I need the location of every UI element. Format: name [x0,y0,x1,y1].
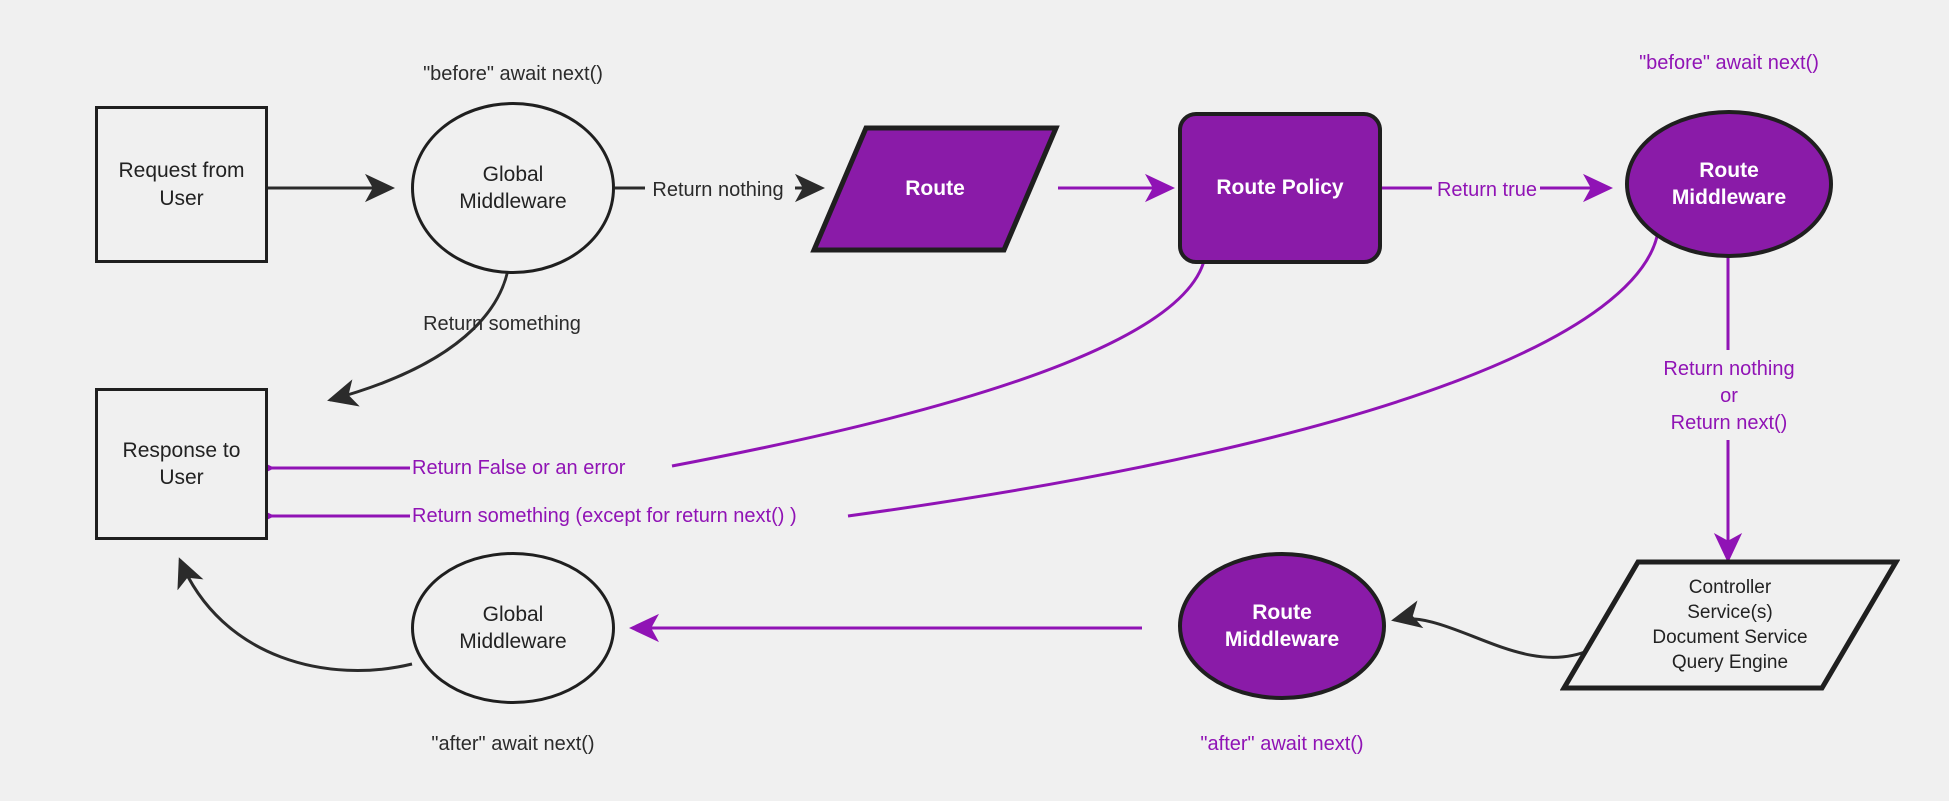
node-response-to-user[interactable]: Response to User [95,388,268,540]
edge-label-return-false-or-error: Return False or an error [412,457,626,479]
node-controller-stack-label: Controller Service(s) Document Service Q… [1652,576,1808,674]
node-global-middleware-bottom-label: Global Middleware [459,602,567,653]
node-route-middleware-bottom-label: Route Middleware [1224,600,1340,651]
annotation-before-await-next-route: "before" await next() [1639,52,1819,74]
node-request-from-user-label: Request from User [118,159,245,210]
node-global-middleware-top-label: Global Middleware [459,162,567,213]
edge-controller-to-route-middleware-bottom [1391,600,1591,659]
route-parallelogram-shape [810,125,1060,253]
edge-policy-return-false-curve [671,249,1208,468]
annotation-after-await-next-route: "after" await next() [1200,733,1364,755]
edge-label-return-true: Return true [1436,179,1538,201]
annotation-before-await-next-global: "before" await next() [423,63,603,85]
edge-label-return-nothing-or-next: Return nothing or Return next() [1663,358,1795,434]
node-global-middleware-top[interactable]: Global Middleware [411,102,615,274]
node-global-middleware-bottom[interactable]: Global Middleware [411,552,615,704]
edge-global-bottom-to-response [177,557,413,672]
edge-label-return-something-top: Return something [423,313,581,335]
node-route-middleware-bottom[interactable]: Route Middleware [1178,552,1386,700]
node-route-middleware-top-label: Route Middleware [1671,158,1787,209]
node-route-label: Route [905,177,965,201]
edge-label-return-nothing: Return nothing [652,179,784,201]
node-controller-stack[interactable]: Controller Service(s) Document Service Q… [1560,558,1900,692]
node-route-policy[interactable]: Route Policy [1178,112,1382,264]
edge-routemw-return-something-curve [847,231,1660,518]
annotation-after-await-next-global: "after" await next() [431,733,595,755]
node-response-to-user-label: Response to User [122,438,241,489]
node-route-policy-label: Route Policy [1216,176,1344,200]
node-request-from-user[interactable]: Request from User [95,106,268,263]
node-route-middleware-top[interactable]: Route Middleware [1625,110,1833,258]
edge-label-return-something-except-next: Return something (except for return next… [412,505,797,527]
node-route[interactable]: Route [810,124,1060,254]
controller-parallelogram-shape [1560,559,1900,691]
